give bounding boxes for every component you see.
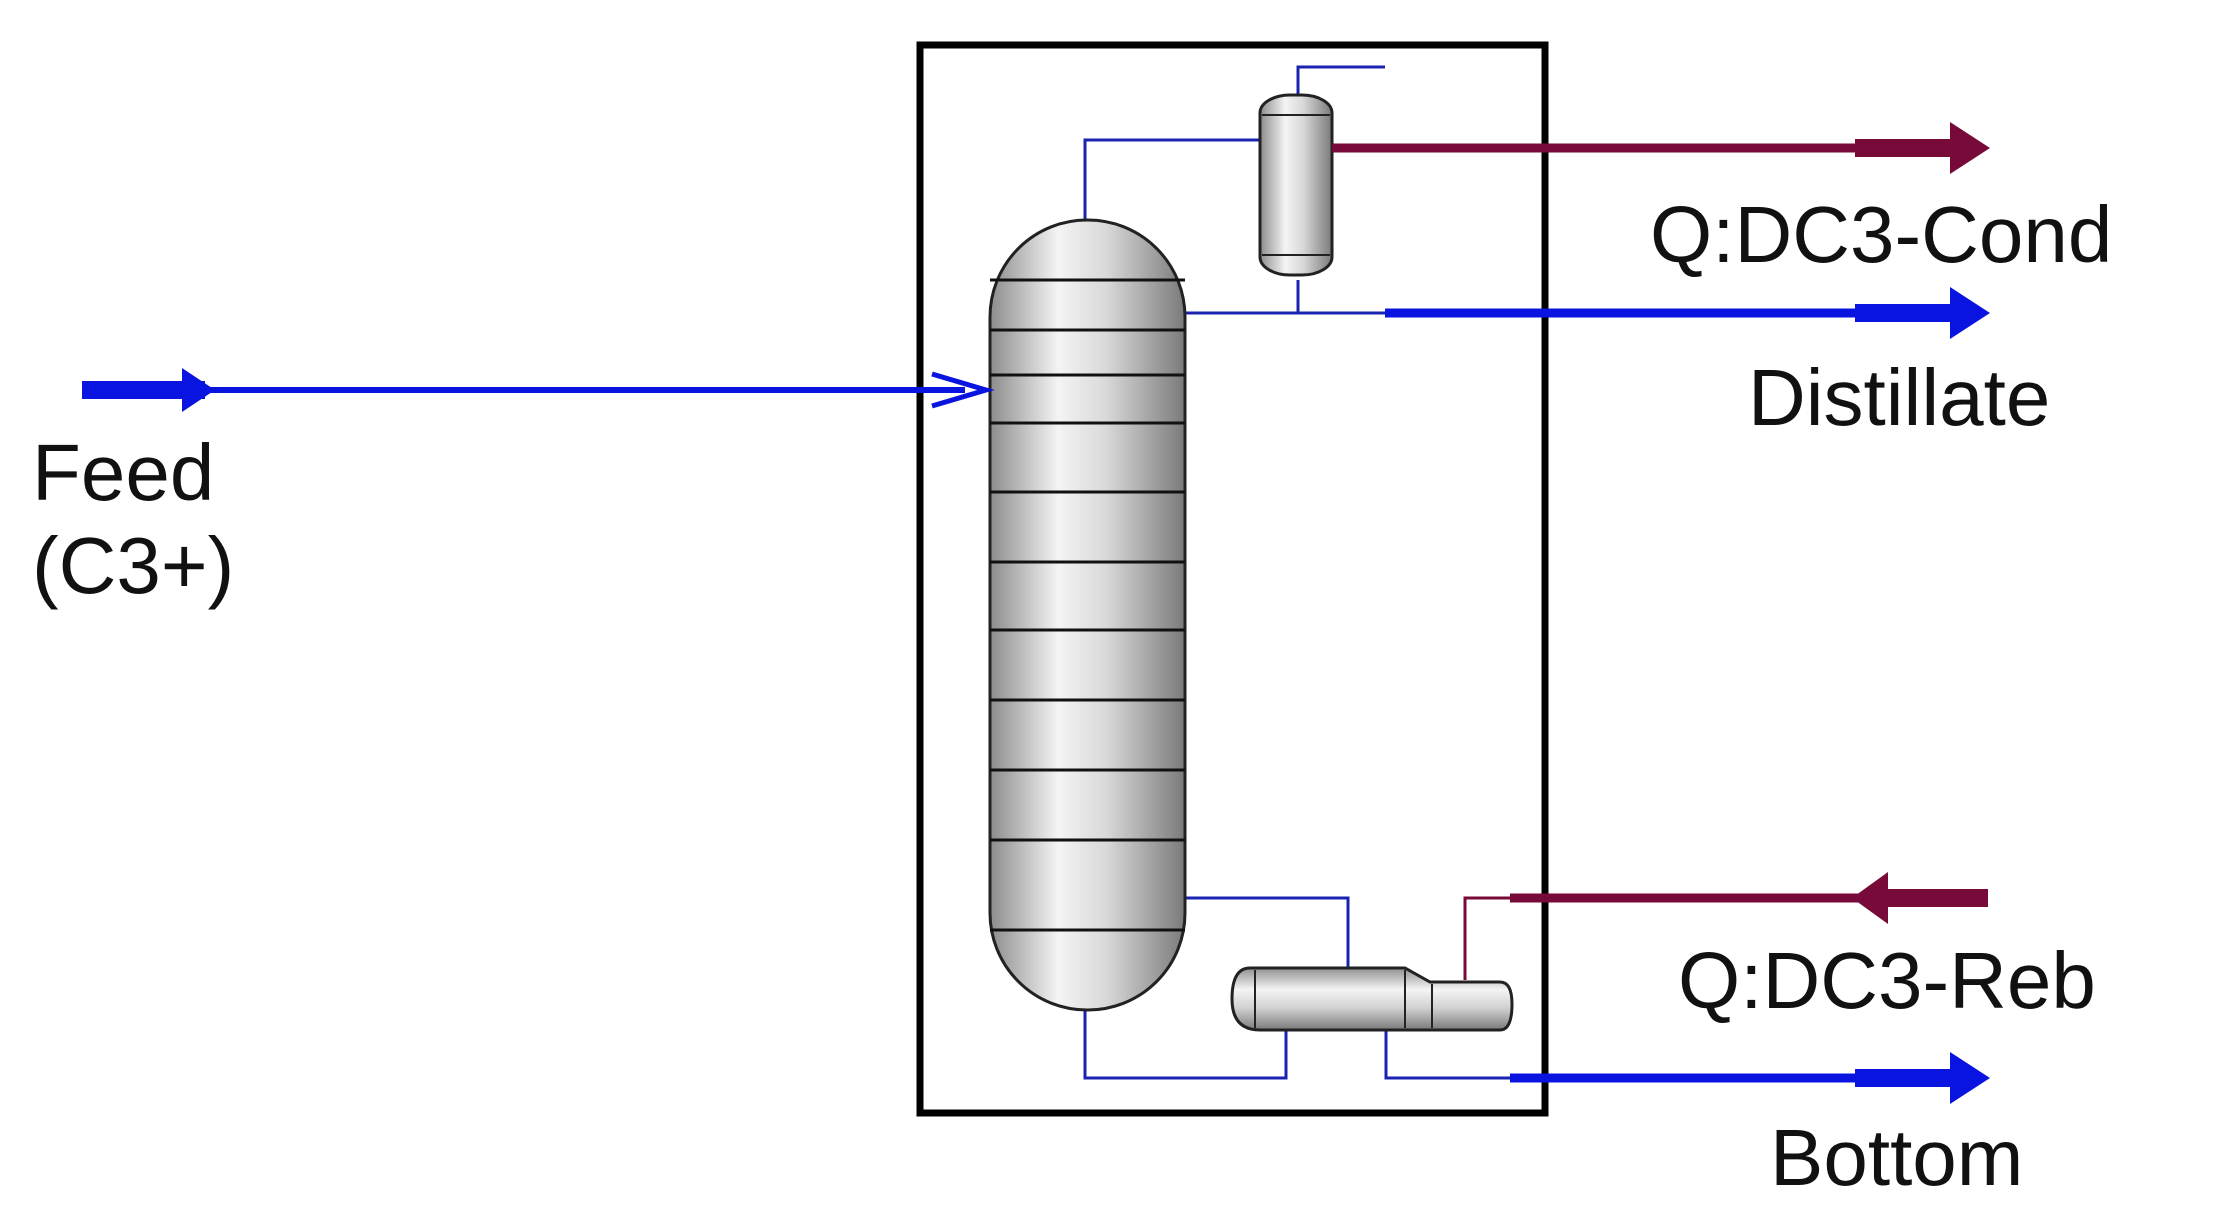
column-boundary-box xyxy=(916,41,1549,1117)
feed-stream[interactable] xyxy=(82,368,995,412)
reboiler-duty-stream[interactable] xyxy=(1510,872,1988,924)
feed-composition-label: (C3+) xyxy=(32,521,234,610)
condenser-drum[interactable] xyxy=(1258,93,1334,277)
distillation-column[interactable] xyxy=(988,218,1187,1012)
feed-label: Feed xyxy=(32,428,214,517)
condenser-duty-stream[interactable] xyxy=(1332,122,1990,174)
bottom-stream[interactable] xyxy=(1510,1052,1990,1104)
column-trays xyxy=(990,278,1185,932)
reboiler-duty-internal-line xyxy=(1463,896,1510,980)
internal-piping xyxy=(1083,65,1510,1080)
reboiler-duty-label: Q:DC3-Reb xyxy=(1678,936,2096,1025)
distillate-stream[interactable] xyxy=(1385,287,1990,339)
condenser-duty-label: Q:DC3-Cond xyxy=(1650,190,2112,279)
reboiler[interactable] xyxy=(1230,966,1514,1032)
distillate-label: Distillate xyxy=(1748,353,2050,442)
bottom-label: Bottom xyxy=(1770,1113,2023,1202)
